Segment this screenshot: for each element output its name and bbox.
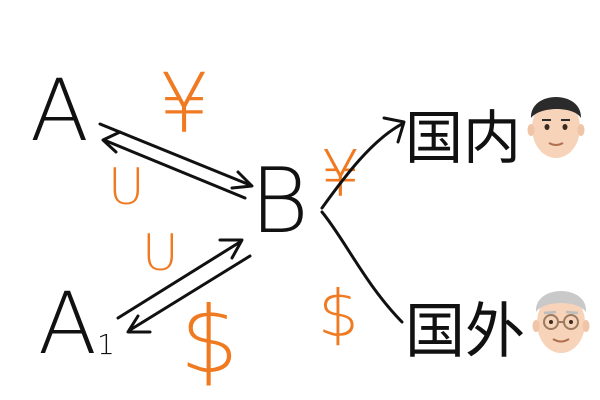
arrow-b-to-a-head (101, 130, 122, 154)
node-a1-subscript: 1 (97, 328, 115, 361)
arrow-b-to-a1-head (126, 314, 152, 334)
old-man-avatar-icon (532, 291, 590, 353)
u-symbol-top: U (108, 158, 145, 216)
arrow-a1-to-b-head (218, 238, 244, 260)
young-man-avatar-icon (527, 97, 585, 158)
label-overseas: 国外 (405, 297, 525, 367)
arrow-b-to-a-line (102, 138, 247, 200)
dollar-symbol-right: $ (318, 278, 359, 352)
branch-to-domestic-line (320, 122, 404, 210)
dollar-symbol-bottom: $ (180, 287, 239, 394)
label-domestic: 国内 (405, 104, 521, 172)
node-a: A (30, 61, 89, 161)
arrow-a-to-b-head (230, 170, 254, 190)
node-b: B (250, 149, 309, 254)
node-a1: A (38, 274, 97, 374)
arrow-a1-to-b-line (116, 240, 242, 320)
branch-to-domestic-head (382, 116, 406, 144)
u-symbol-bottom: U (142, 224, 179, 282)
yuan-symbol-top: ¥ (158, 57, 210, 152)
arrow-b-to-a1-line (128, 254, 252, 332)
arrow-a-to-b-line (98, 122, 252, 187)
branch-to-overseas-line (320, 210, 404, 324)
